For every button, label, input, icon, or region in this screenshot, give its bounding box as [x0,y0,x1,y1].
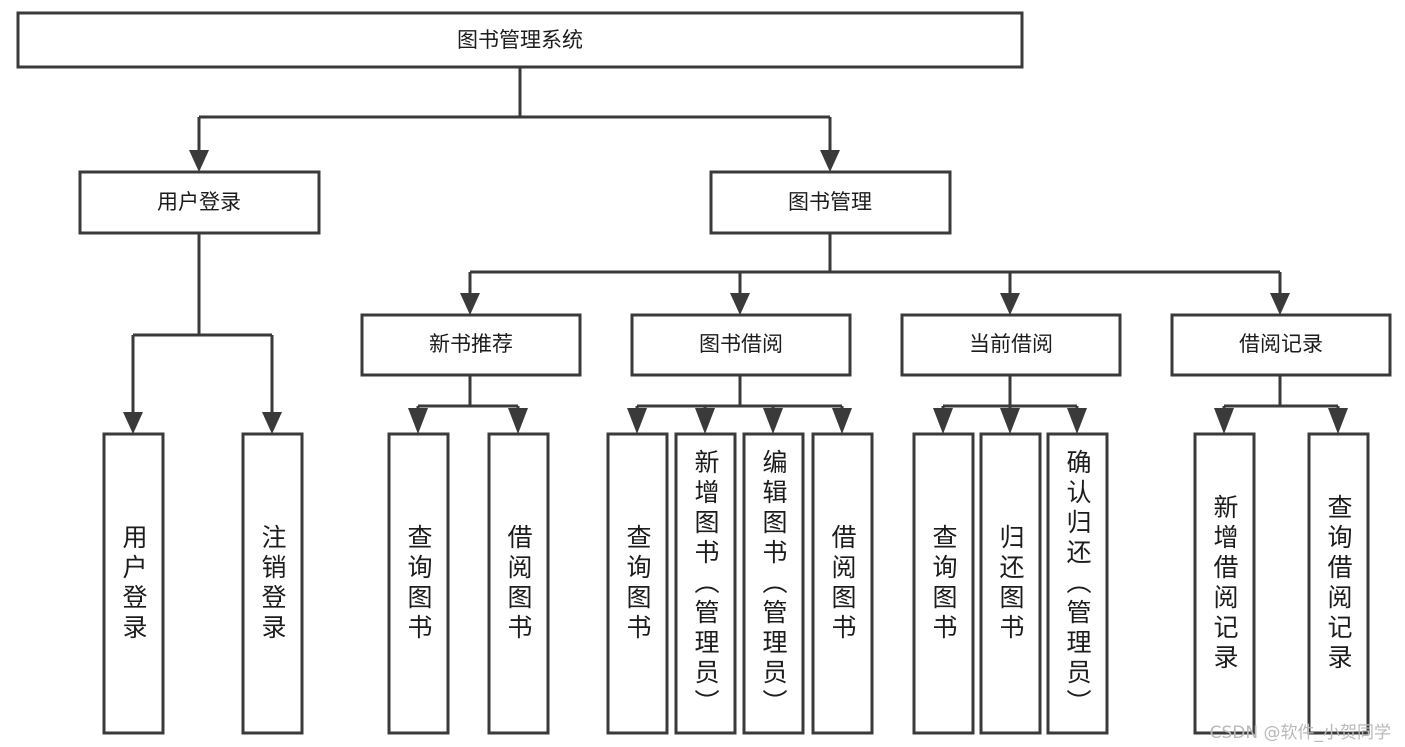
arrow-head-l1-0-leaf-1 [262,412,282,434]
arrow-head-l2-3-leaf-1 [1328,408,1348,434]
connector-group-root [189,67,840,172]
node-borrow-record-label: 借阅记录 [1239,332,1323,356]
node-root-rect[interactable] [16,11,1024,69]
arrow-head-l1-0-leaf-0 [123,412,143,434]
node-borrow-record[interactable]: 借阅记录 [1170,313,1392,377]
arrow-head-l1-1-l2-0 [460,293,480,315]
arrow-head-l1-1-l2-1 [730,293,750,315]
node-book-borrow-rect[interactable] [630,313,852,377]
csdn-watermark: CSDN @软件_小贺同学 [1209,723,1391,743]
leaf-rect-query-book-2[interactable] [606,432,669,735]
leaf-rect-query-book-1[interactable] [387,432,450,735]
connector-group-borrow-record [1214,375,1348,434]
leaf-rect-confirm-return-admin[interactable] [1046,432,1109,735]
arrow-head-l2-1-leaf-3 [832,408,852,434]
node-user-login-label: 用户登录 [157,190,241,214]
leaf-rect-query-borrow-record[interactable] [1307,432,1370,735]
arrow-head-l1-1-l2-2 [1000,293,1020,315]
node-borrow-record-rect[interactable] [1170,313,1392,377]
node-user-login[interactable]: 用户登录 [78,170,321,235]
arrow-head-l2-2-leaf-0 [933,408,953,434]
node-book-manage-label: 图书管理 [788,190,872,214]
node-user-login-rect[interactable] [78,170,321,235]
arrow-head-root-to-l1-1 [820,150,840,172]
leaf-rect-edit-book-admin[interactable] [742,432,805,735]
arrow-head-root-to-l1-0 [189,150,209,172]
arrow-head-l2-3-leaf-0 [1214,408,1234,434]
node-current-borrow[interactable]: 当前借阅 [900,313,1122,377]
arrow-head-l2-0-leaf-1 [508,408,528,434]
leaf-rect-logout[interactable] [241,432,304,735]
leaf-rect-borrow-book-1[interactable] [487,432,550,735]
arrow-head-l2-2-leaf-2 [1067,408,1087,434]
node-root-label: 图书管理系统 [457,28,583,52]
connector-group-current-borrow [933,375,1087,434]
node-book-borrow[interactable]: 图书借阅 [630,313,852,377]
leaf-rect-user-login[interactable] [102,432,165,735]
arrow-head-l2-1-leaf-1 [695,408,715,434]
node-book-manage-rect[interactable] [709,170,952,235]
connector-group-book-manage [460,233,1290,315]
leaf-rect-add-borrow-record[interactable] [1193,432,1256,735]
leaf-rect-query-book-3[interactable] [912,432,975,735]
node-book-borrow-label: 图书借阅 [699,332,783,356]
node-current-borrow-rect[interactable] [900,313,1122,377]
leaf-rect-borrow-book-2[interactable] [811,432,874,735]
arrow-head-l2-1-leaf-2 [763,408,783,434]
arrow-head-l2-2-leaf-1 [1000,408,1020,434]
connector-group-new-book [408,375,528,434]
node-new-book-recommend-rect[interactable] [360,313,582,377]
arrow-head-l1-1-l2-3 [1270,293,1290,315]
connector-group-book-borrow [627,375,852,434]
node-new-book-recommend[interactable]: 新书推荐 [360,313,582,377]
node-new-book-recommend-label: 新书推荐 [429,332,513,356]
connector-group-user-login [123,233,282,434]
leaf-rect-add-book-admin[interactable] [674,432,737,735]
leaf-rect-return-book[interactable] [979,432,1042,735]
node-root[interactable]: 图书管理系统 [16,11,1024,69]
arrow-head-l2-0-leaf-0 [408,408,428,434]
arrow-head-l2-1-leaf-0 [627,408,647,434]
node-current-borrow-label: 当前借阅 [969,332,1053,356]
node-book-manage[interactable]: 图书管理 [709,170,952,235]
